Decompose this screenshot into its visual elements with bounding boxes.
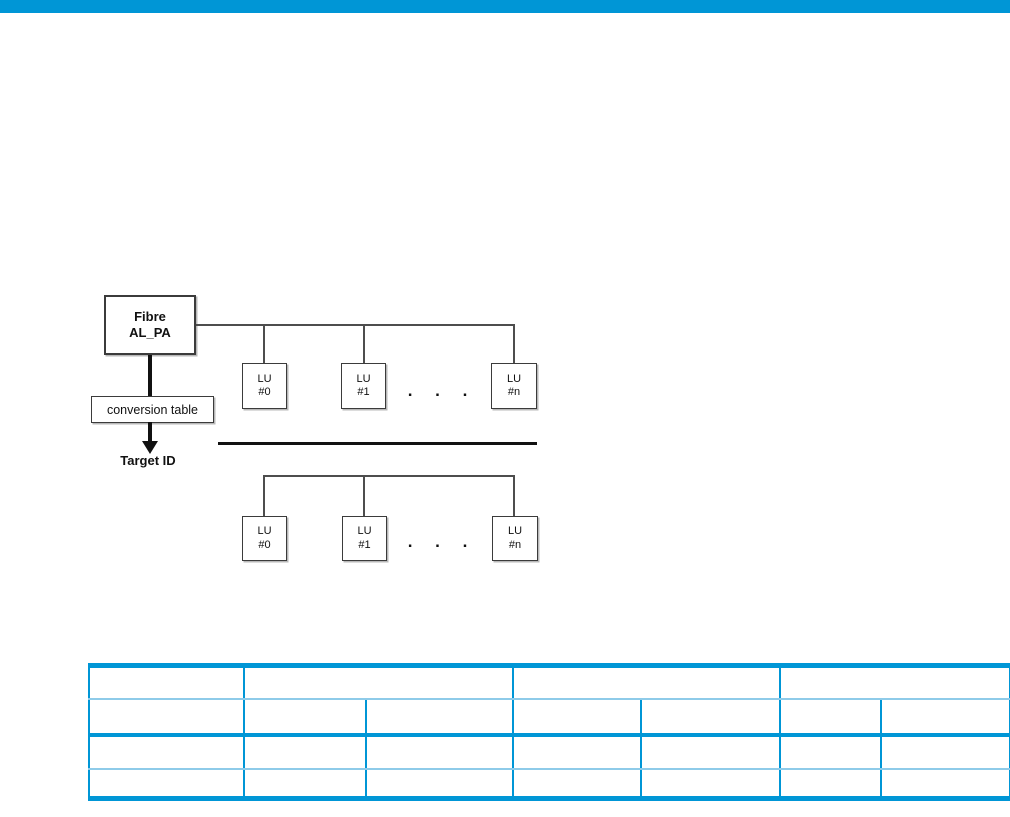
table-cell — [512, 768, 642, 799]
lu-box-bottom-1-line2: #1 — [358, 538, 371, 551]
table-header-cell — [243, 665, 514, 700]
table-cell — [880, 698, 1010, 737]
lu-box-bottom-1: LU #1 — [342, 516, 387, 561]
table-cell — [365, 734, 514, 770]
top-drop-line-lun — [513, 324, 515, 363]
lu-box-bottom-0-line2: #0 — [258, 538, 271, 551]
table-cell — [512, 734, 642, 770]
bottom-row-ellipsis: . . . — [407, 532, 469, 551]
table-cell — [365, 698, 514, 737]
table-header-cell — [88, 665, 245, 700]
table-cell — [243, 768, 367, 799]
data-table-container — [88, 663, 1010, 801]
table-cell — [365, 768, 514, 799]
conversion-table-box: conversion table — [91, 396, 214, 423]
conversion-to-target-arrow-shaft — [148, 422, 152, 442]
fibre-alpa-box: Fibre AL_PA — [104, 295, 196, 355]
table-cell — [243, 734, 367, 770]
table-cell — [640, 768, 781, 799]
table-cell — [640, 698, 781, 737]
table-cell — [88, 734, 245, 770]
table-header-cell — [512, 665, 781, 700]
lu-box-top-1: LU #1 — [341, 363, 386, 409]
bottom-bus-line — [263, 475, 515, 477]
bottom-drop-line-lun — [513, 475, 515, 516]
lu-box-bottom-1-line1: LU — [357, 525, 372, 537]
table-row — [88, 734, 1010, 770]
table-cell — [880, 734, 1010, 770]
lu-box-top-n-line1: LU — [506, 372, 522, 385]
table-cell — [880, 768, 1010, 799]
table-row — [88, 698, 1010, 737]
lu-box-bottom-0: LU #0 — [242, 516, 287, 561]
bottom-drop-line-lu1 — [363, 475, 365, 516]
top-row-ellipsis: . . . — [407, 381, 469, 400]
fibre-alpa-label-line1: Fibre — [134, 309, 166, 324]
table-cell — [512, 698, 642, 737]
lu-box-bottom-n-line1: LU — [507, 525, 523, 537]
diagram-separator-line — [218, 442, 537, 445]
fibre-to-conversion-line — [148, 355, 152, 397]
table-cell — [243, 698, 367, 737]
lu-box-top-n: LU #n — [491, 363, 537, 409]
table-cell — [88, 768, 245, 799]
lu-box-bottom-0-line1: LU — [257, 525, 272, 537]
top-drop-line-lu0 — [263, 324, 265, 363]
table-cell — [640, 734, 781, 770]
lu-box-bottom-n-line2: #n — [508, 538, 522, 551]
empty-data-table — [88, 663, 1010, 801]
table-header-cell — [779, 665, 1010, 700]
lu-box-top-1-line1: LU — [356, 372, 371, 385]
table-row — [88, 768, 1010, 799]
target-id-label: Target ID — [120, 453, 176, 468]
lu-box-top-n-line2: #n — [507, 386, 521, 398]
lu-box-top-0: LU #0 — [242, 363, 287, 409]
table-cell — [779, 734, 882, 770]
fibre-alpa-label-line2: AL_PA — [129, 325, 171, 340]
table-cell — [88, 698, 245, 737]
conversion-to-target-arrow-head — [142, 441, 158, 454]
lu-box-top-0-line2: #0 — [258, 386, 271, 398]
top-bus-line — [196, 324, 515, 326]
page-top-accent-bar — [0, 0, 1010, 13]
lu-box-top-0-line1: LU — [257, 372, 272, 385]
table-header-row — [88, 665, 1010, 700]
table-cell — [779, 698, 882, 737]
top-drop-line-lu1 — [363, 324, 365, 363]
table-cell — [779, 768, 882, 799]
bottom-drop-line-lu0 — [263, 475, 265, 516]
lu-box-bottom-n: LU #n — [492, 516, 538, 561]
lu-box-top-1-line2: #1 — [357, 386, 370, 398]
conversion-table-label: conversion table — [106, 402, 199, 417]
